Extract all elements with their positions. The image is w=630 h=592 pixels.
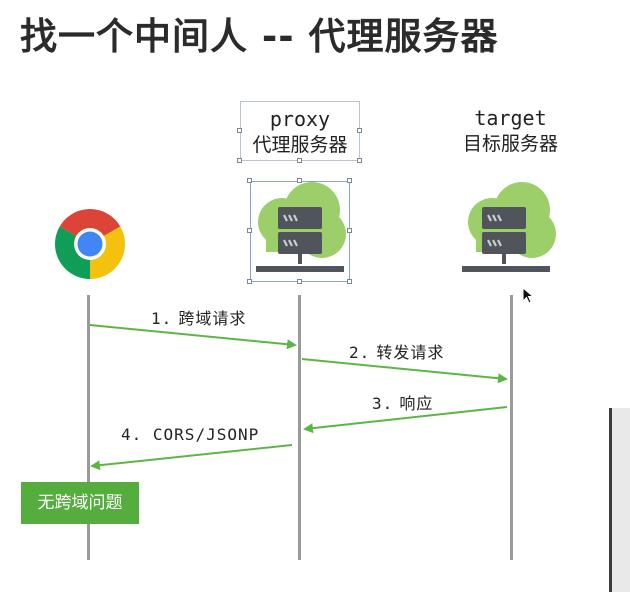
resize-handle[interactable] — [237, 158, 242, 163]
proxy-desc: 代理服务器 — [252, 134, 348, 156]
target-lifeline — [510, 295, 513, 560]
window-frame-edge — [609, 408, 630, 592]
message-1-text: 跨域请求 — [178, 309, 247, 328]
message-1-label: 1. 跨域请求 — [151, 305, 246, 329]
resize-handle[interactable] — [297, 158, 302, 163]
resize-handle[interactable] — [357, 128, 362, 133]
message-2-num: 2. — [349, 343, 371, 362]
target-desc: 目标服务器 — [462, 133, 558, 155]
message-1-num: 1. — [151, 309, 173, 328]
arrow-3 — [303, 406, 508, 434]
resize-handle[interactable] — [297, 279, 302, 284]
message-2-text: 转发请求 — [376, 343, 445, 362]
chrome-browser-icon — [55, 209, 125, 279]
resize-handle[interactable] — [347, 279, 352, 284]
resize-handle[interactable] — [247, 228, 252, 233]
resize-handle[interactable] — [247, 178, 252, 183]
arrow-1 — [89, 324, 297, 350]
message-3-text: 响应 — [399, 394, 434, 413]
target-server-icon — [462, 182, 556, 272]
resize-handle[interactable] — [357, 158, 362, 163]
message-3-num: 3. — [372, 394, 394, 413]
message-4-text: CORS/JSONP — [152, 425, 260, 444]
arrow-2 — [301, 358, 508, 384]
resize-handle[interactable] — [237, 128, 242, 133]
proxy-server-icon — [256, 182, 346, 272]
no-cors-issue-box: 无跨域问题 — [21, 482, 139, 524]
message-2-label: 2. 转发请求 — [349, 339, 444, 363]
browser-lifeline — [87, 295, 90, 560]
proxy-label-box[interactable]: proxy 代理服务器 — [240, 101, 360, 161]
target-label: target 目标服务器 — [448, 105, 573, 157]
arrow-4 — [90, 444, 293, 471]
resize-handle[interactable] — [347, 178, 352, 183]
message-3-label: 3. 响应 — [372, 390, 433, 414]
proxy-lifeline — [298, 295, 301, 560]
message-4-label: 4. CORS/JSONP — [121, 425, 259, 444]
proxy-name: proxy — [269, 107, 331, 131]
resize-handle[interactable] — [347, 228, 352, 233]
target-name: target — [474, 106, 547, 130]
resize-handle[interactable] — [297, 178, 302, 183]
resize-handle[interactable] — [247, 279, 252, 284]
message-4-num: 4. — [121, 425, 143, 444]
slide-title: 找一个中间人 -- 代理服务器 — [20, 15, 499, 58]
mouse-cursor-icon — [522, 287, 534, 304]
